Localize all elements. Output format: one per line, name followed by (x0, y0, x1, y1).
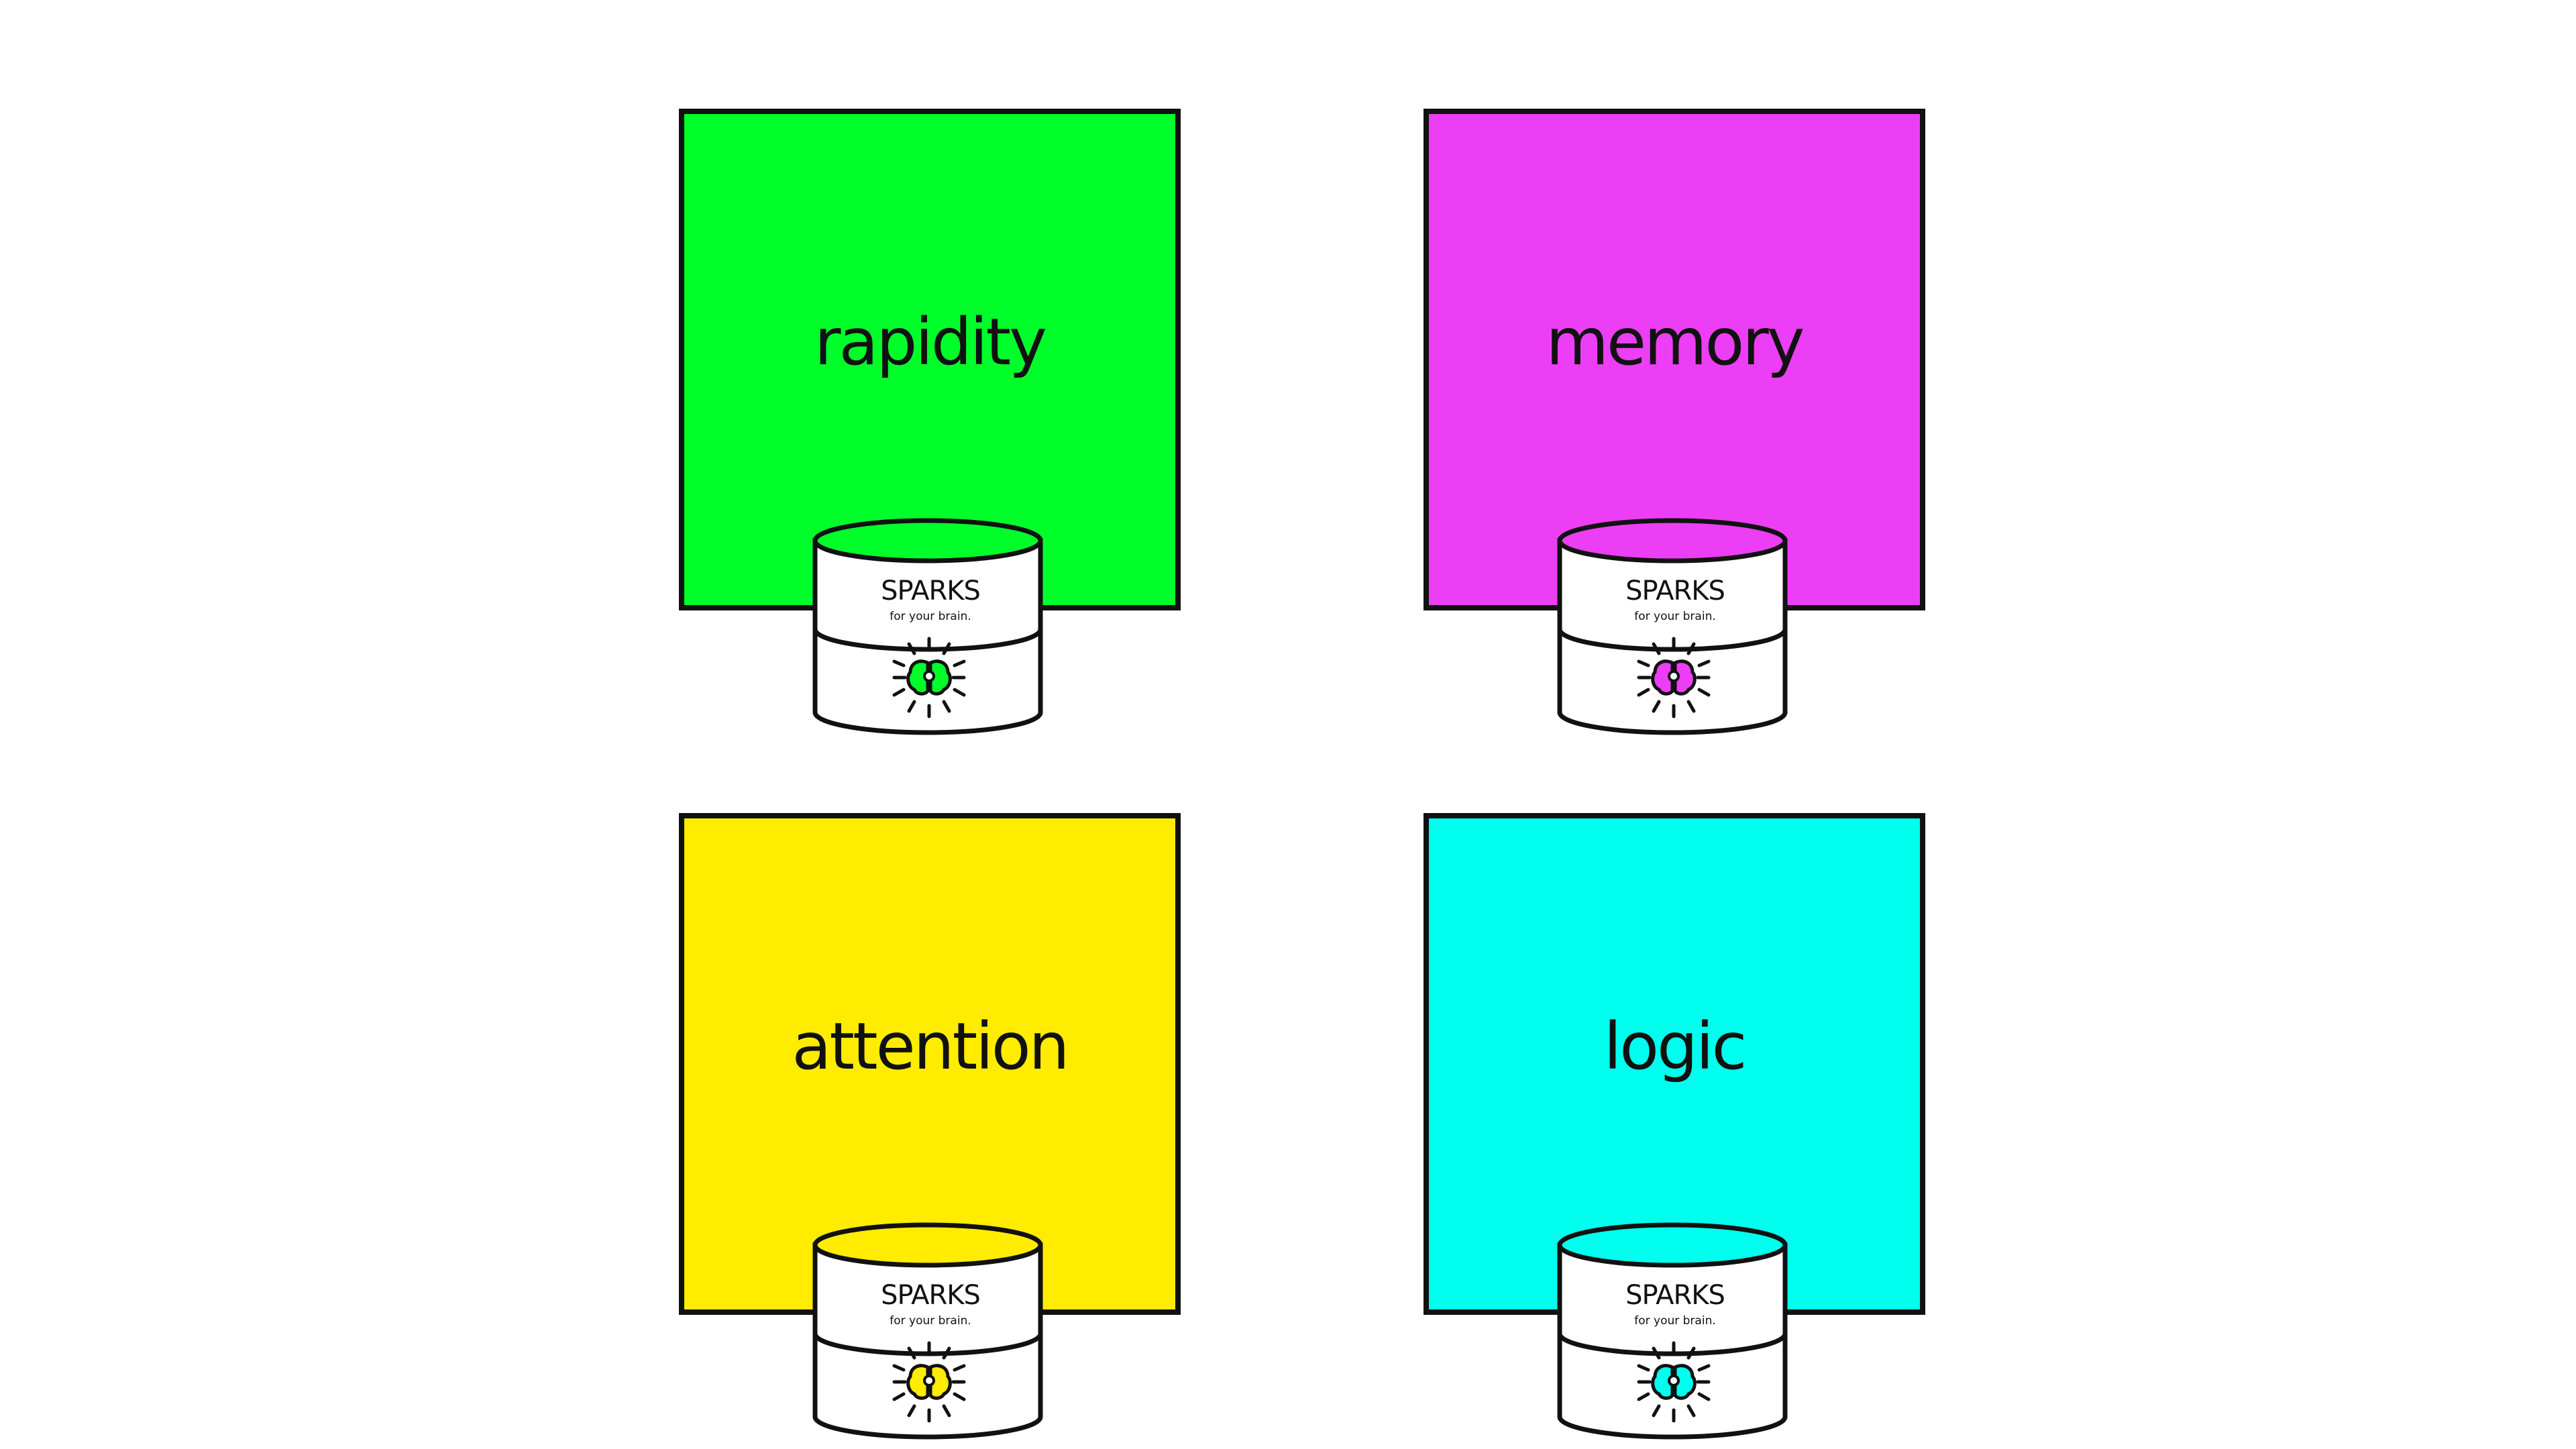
brand-tagline: for your brain. (1634, 610, 1716, 623)
product-label: rapidity (814, 305, 1047, 380)
jar-lid-band (1557, 1242, 1788, 1356)
brain-icon (892, 1341, 966, 1423)
brain-icon (1637, 637, 1711, 718)
jar-lid-band (812, 1242, 1043, 1356)
jar-lid-band (812, 538, 1043, 652)
brand-tagline: for your brain. (890, 610, 971, 623)
jar-lid-band (1557, 538, 1788, 652)
brand-name: SPARKS (1625, 1280, 1725, 1311)
jar-lid (812, 1222, 1043, 1268)
product-card-memory: memory (1424, 109, 1925, 610)
brain-icon (892, 637, 966, 718)
brand-tagline: for your brain. (890, 1314, 971, 1328)
brand-name: SPARKS (1625, 576, 1725, 606)
brand-name: SPARKS (881, 576, 980, 606)
jar-illustration: SPARKS for your brain. (1557, 518, 1788, 735)
jar-lid (1557, 518, 1788, 564)
jar-lid (812, 518, 1043, 564)
product-label: attention (792, 1009, 1070, 1084)
brand-tagline: for your brain. (1634, 1314, 1716, 1328)
jar-illustration: SPARKS for your brain. (1557, 1222, 1788, 1440)
jar-lid (1557, 1222, 1788, 1268)
product-label: logic (1603, 1009, 1748, 1084)
brain-icon (1637, 1341, 1711, 1423)
jar-illustration: SPARKS for your brain. (812, 518, 1043, 735)
product-label: memory (1546, 305, 1805, 380)
jar-illustration: SPARKS for your brain. (812, 1222, 1043, 1440)
brand-name: SPARKS (881, 1280, 980, 1311)
